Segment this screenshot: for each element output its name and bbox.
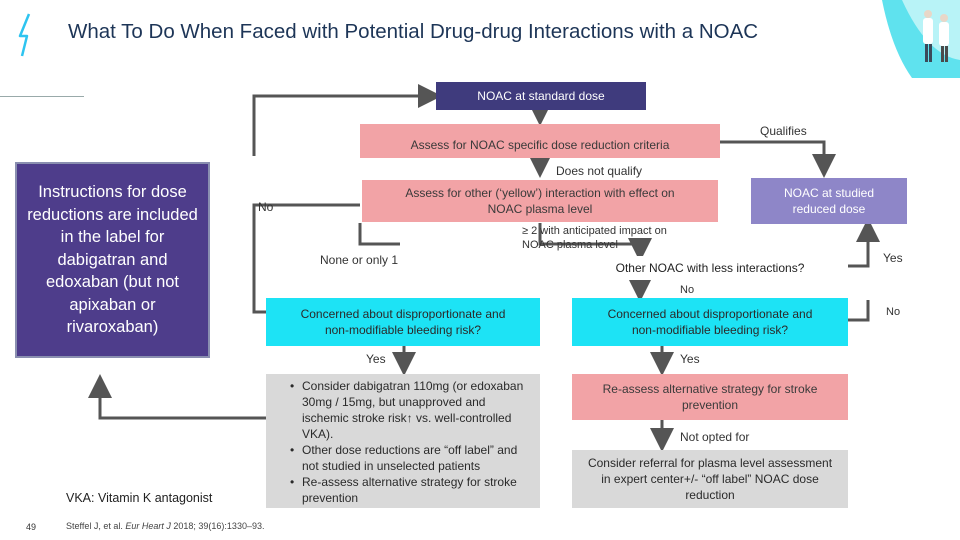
consider-options-box: Consider dabigatran 110mg (or edoxaban 3… <box>266 374 540 508</box>
instructions-box: Instructions for dose reductions are inc… <box>15 162 210 358</box>
no-right-label: No <box>886 306 901 318</box>
consider-option-item: Other dose reductions are “off label” an… <box>290 442 532 474</box>
referral-label: Consider referral for plasma level asses… <box>587 456 833 502</box>
reassess-box: Re-assess alternative strategy for strok… <box>572 374 848 420</box>
footnote: VKA: Vitamin K antagonist <box>66 491 213 505</box>
referral-box: Consider referral for plasma level asses… <box>572 450 848 508</box>
no-mid-label: No <box>680 284 695 296</box>
consider-option-item: Consider dabigatran 110mg (or edoxaban 3… <box>290 378 532 442</box>
instructions-text: Instructions for dose reductions are inc… <box>27 183 198 337</box>
concerned-left-box: Concerned about disproportionate and non… <box>266 298 540 346</box>
yes-right-label: Yes <box>883 251 903 265</box>
consider-option-item: Re-assess alternative strategy for strok… <box>290 474 532 506</box>
reassess-label: Re-assess alternative strategy for strok… <box>602 382 818 412</box>
noac-standard-dose-box: NOAC at standard dose <box>436 82 646 110</box>
concerned-right-label: Concerned about disproportionate and non… <box>607 307 813 337</box>
yes-left-below-label: Yes <box>366 352 386 366</box>
lightning-logo-icon <box>18 13 31 57</box>
noac-reduced-dose-label: NOAC at studied reduced dose <box>783 186 875 216</box>
assess-other-label: Assess for other (‘yellow’) interaction … <box>405 186 675 216</box>
yes-right-below-label: Yes <box>680 352 700 366</box>
does-not-qualify-label: Does not qualify <box>556 164 643 178</box>
noac-reduced-dose-box: NOAC at studied reduced dose <box>751 178 907 224</box>
slide-title: What To Do When Faced with Potential Dru… <box>68 20 759 43</box>
citation-details: 2018; 39(16):1330–93. <box>170 521 265 531</box>
concerned-left-label: Concerned about disproportionate and non… <box>300 307 506 337</box>
consider-options-list: Consider dabigatran 110mg (or edoxaban 3… <box>288 378 532 506</box>
doctors-illustration <box>872 0 960 78</box>
title-divider <box>0 96 84 97</box>
none-or-one-label: None or only 1 <box>320 253 399 267</box>
concerned-right-box: Concerned about disproportionate and non… <box>572 298 848 346</box>
qualifies-label: Qualifies <box>760 124 807 138</box>
assess-other-box: Assess for other (‘yellow’) interaction … <box>362 180 718 222</box>
other-noac-label: Other NOAC with less interactions? <box>615 261 805 275</box>
no-left-label: No <box>258 200 274 214</box>
other-noac-box: Other NOAC with less interactions? <box>572 256 848 280</box>
citation-journal: Eur Heart J <box>125 521 171 531</box>
two-or-more-label: ≥ 2 with anticipated impact on NOAC plas… <box>522 225 667 251</box>
citation-authors: Steffel J, et al. <box>66 521 126 531</box>
not-opted-label: Not opted for <box>680 430 750 444</box>
citation: Steffel J, et al. Eur Heart J 2018; 39(1… <box>66 520 264 532</box>
assess-reduction-label: Assess for NOAC specific dose reduction … <box>410 138 670 152</box>
noac-standard-dose-label: NOAC at standard dose <box>477 89 605 103</box>
page-number: 49 <box>26 522 37 532</box>
assess-reduction-box: Assess for NOAC specific dose reduction … <box>360 124 720 158</box>
